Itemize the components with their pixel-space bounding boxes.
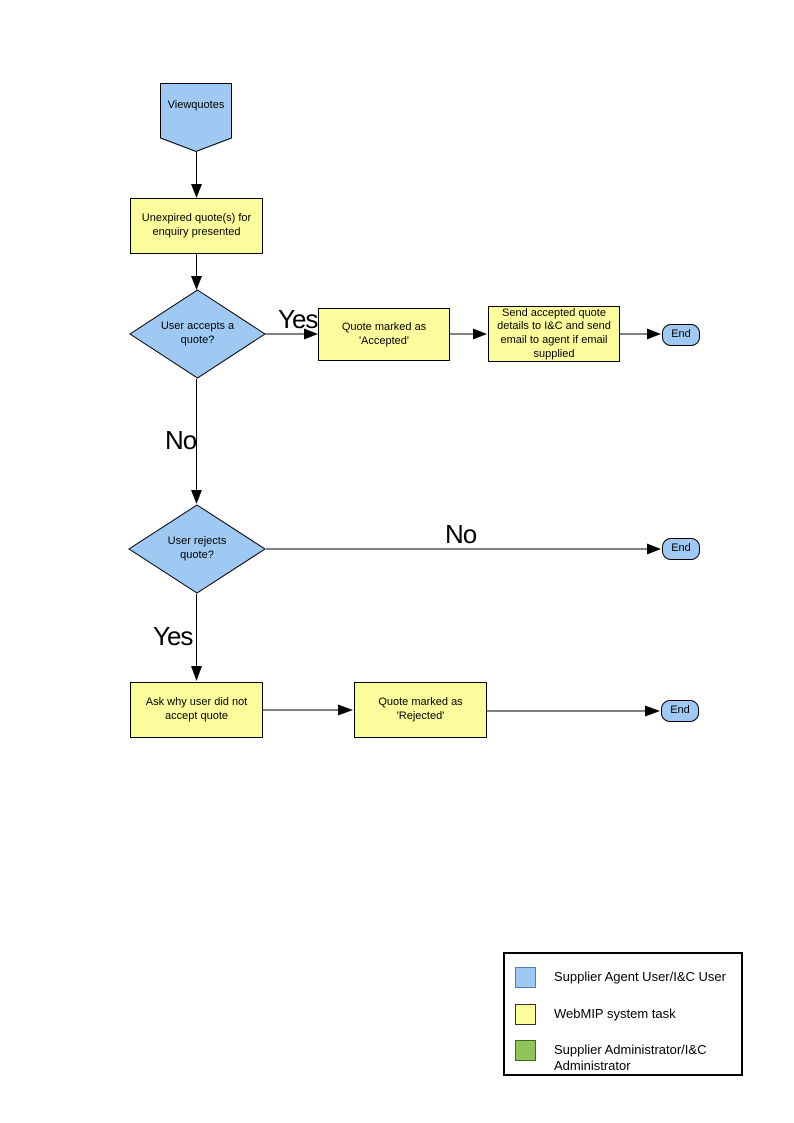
decision-user-rejects-quote: User rejects quote?: [128, 504, 266, 594]
end-node-rejected: End: [661, 700, 699, 722]
end-label: End: [671, 542, 691, 555]
connector-accepted-to-send: [450, 328, 487, 340]
pentagon-shape: [160, 83, 232, 152]
end-label: End: [671, 328, 691, 341]
process-quote-accepted: Quote marked as 'Accepted': [318, 308, 450, 361]
legend-swatch-yellow: [515, 1004, 536, 1025]
connector-send-to-end1: [620, 328, 661, 340]
decision-label: User accepts a quote?: [160, 320, 235, 346]
process-label: Quote marked as 'Accepted': [341, 320, 427, 347]
connector-rejected-to-end3: [487, 705, 660, 717]
legend-swatch-blue: [515, 967, 536, 988]
edge-label-rejects-yes: Yes: [153, 621, 193, 651]
process-label: Ask why user did not accept quote: [145, 696, 248, 722]
start-node-label: Viewquotes: [167, 98, 225, 111]
connector-accepts-yes-to-accepted: [265, 328, 318, 340]
connector-rejects-yes-to-ask: [191, 594, 202, 681]
legend-label: Supplier Agent User/I&C User: [554, 969, 726, 984]
connector-accepts-no-to-rejects: [191, 379, 202, 504]
process-label: Unexpired quote(s) for enquiry presented: [141, 212, 252, 238]
process-send-details: Send accepted quote details to I&C and s…: [488, 306, 620, 362]
edge-label-rejects-no: No: [445, 519, 477, 549]
legend-label: WebMIP system task: [554, 1006, 676, 1021]
start-node-viewquotes: Viewquotes: [160, 83, 232, 152]
connector-unexpired-to-accepts: [191, 254, 202, 290]
connector-ask-to-rejected: [263, 704, 353, 716]
edge-label-accepts-yes: Yes: [278, 304, 318, 334]
connector-start-to-unexpired: [191, 152, 202, 198]
diamond-shape: [129, 289, 266, 379]
diamond-shape: [128, 504, 266, 594]
process-ask-why: Ask why user did not accept quote: [130, 682, 263, 738]
decision-user-accepts-quote: User accepts a quote?: [129, 289, 266, 379]
legend-label: Supplier Administrator/I&C Administrator: [554, 1042, 707, 1074]
end-label: End: [670, 704, 690, 717]
end-node-accepted: End: [662, 324, 700, 346]
process-label: Send accepted quote details to I&C and s…: [497, 306, 611, 360]
legend-swatch-green: [515, 1040, 536, 1061]
process-unexpired-quotes: Unexpired quote(s) for enquiry presented: [130, 198, 263, 254]
process-quote-rejected: Quote marked as 'Rejected': [354, 682, 487, 738]
connector-rejects-no-to-end2: [266, 543, 661, 555]
legend-item-administrator: Supplier Administrator/I&C Administrator: [515, 1040, 744, 1075]
legend-item-system-task: WebMIP system task: [515, 1004, 744, 1025]
legend-item-agent-user: Supplier Agent User/I&C User: [515, 967, 744, 988]
process-label: Quote marked as 'Rejected': [378, 696, 463, 722]
decision-label: User rejects quote?: [167, 535, 227, 561]
legend-box: Supplier Agent User/I&C User WebMIP syst…: [503, 952, 743, 1076]
end-node-no-reject: End: [662, 538, 700, 560]
edge-label-accepts-no: No: [165, 425, 197, 455]
